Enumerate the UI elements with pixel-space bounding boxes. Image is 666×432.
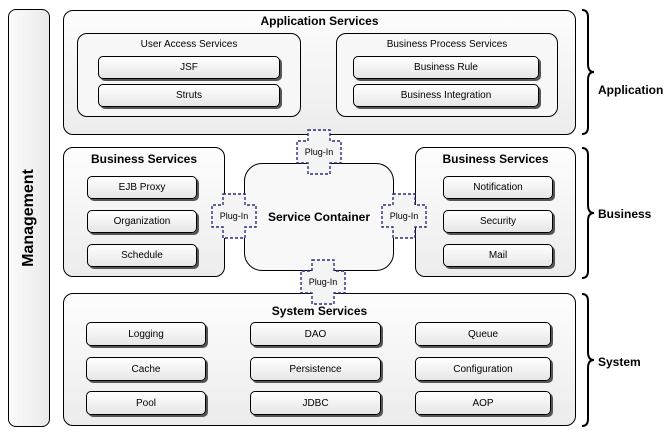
- service-container: Service Container: [244, 163, 394, 271]
- application-services-title: Application Services: [260, 14, 379, 28]
- logging-box: Logging: [86, 322, 206, 346]
- layer-label-application: Application: [598, 83, 664, 97]
- notification-box: Notification: [443, 176, 553, 199]
- user-access-services-title: User Access Services: [140, 39, 238, 50]
- organization-box: Organization: [87, 210, 197, 233]
- plugin-bottom-label: Plug-In: [308, 277, 338, 287]
- plugin-right-label: Plug-In: [389, 211, 419, 221]
- pool-box: Pool: [86, 391, 206, 415]
- schedule-box: Schedule: [87, 244, 197, 267]
- aop-box: AOP: [415, 391, 551, 415]
- mail-box: Mail: [443, 244, 553, 267]
- application-brace: [581, 9, 595, 135]
- configuration-box: Configuration: [415, 357, 551, 381]
- ejb-proxy-box: EJB Proxy: [87, 176, 197, 199]
- business-integration-box: Business Integration: [353, 84, 539, 107]
- dao-box: DAO: [250, 322, 381, 346]
- plugin-top-label: Plug-In: [304, 147, 334, 157]
- plugin-bottom: Plug-In: [300, 259, 346, 305]
- persistence-box: Persistence: [250, 357, 381, 381]
- struts-box: Struts: [98, 84, 280, 107]
- cache-box: Cache: [86, 357, 206, 381]
- plugin-left-shape: [211, 193, 257, 239]
- business-rule-box: Business Rule: [353, 56, 539, 79]
- system-brace: [581, 293, 595, 427]
- system-services-title: System Services: [271, 304, 368, 318]
- business-brace: [581, 147, 595, 279]
- plugin-left: Plug-In: [211, 193, 257, 239]
- queue-box: Queue: [415, 322, 551, 346]
- layer-label-system: System: [598, 355, 641, 369]
- management-label: Management: [20, 169, 37, 267]
- plugin-bottom-shape: [300, 259, 346, 305]
- layer-label-business: Business: [598, 207, 652, 221]
- management-bar: Management: [8, 9, 50, 427]
- plugin-top-shape: [296, 129, 342, 175]
- plugin-right: Plug-In: [381, 193, 427, 239]
- business-services-right-title: Business Services: [442, 152, 549, 166]
- plugin-top: Plug-In: [296, 129, 342, 175]
- jdbc-box: JDBC: [250, 391, 381, 415]
- plugin-left-label: Plug-In: [219, 211, 249, 221]
- plugin-right-shape: [381, 193, 427, 239]
- business-services-left-title: Business Services: [90, 152, 198, 166]
- security-box: Security: [443, 210, 553, 233]
- business-process-services-title: Business Process Services: [386, 39, 508, 50]
- jsf-box: JSF: [98, 56, 280, 79]
